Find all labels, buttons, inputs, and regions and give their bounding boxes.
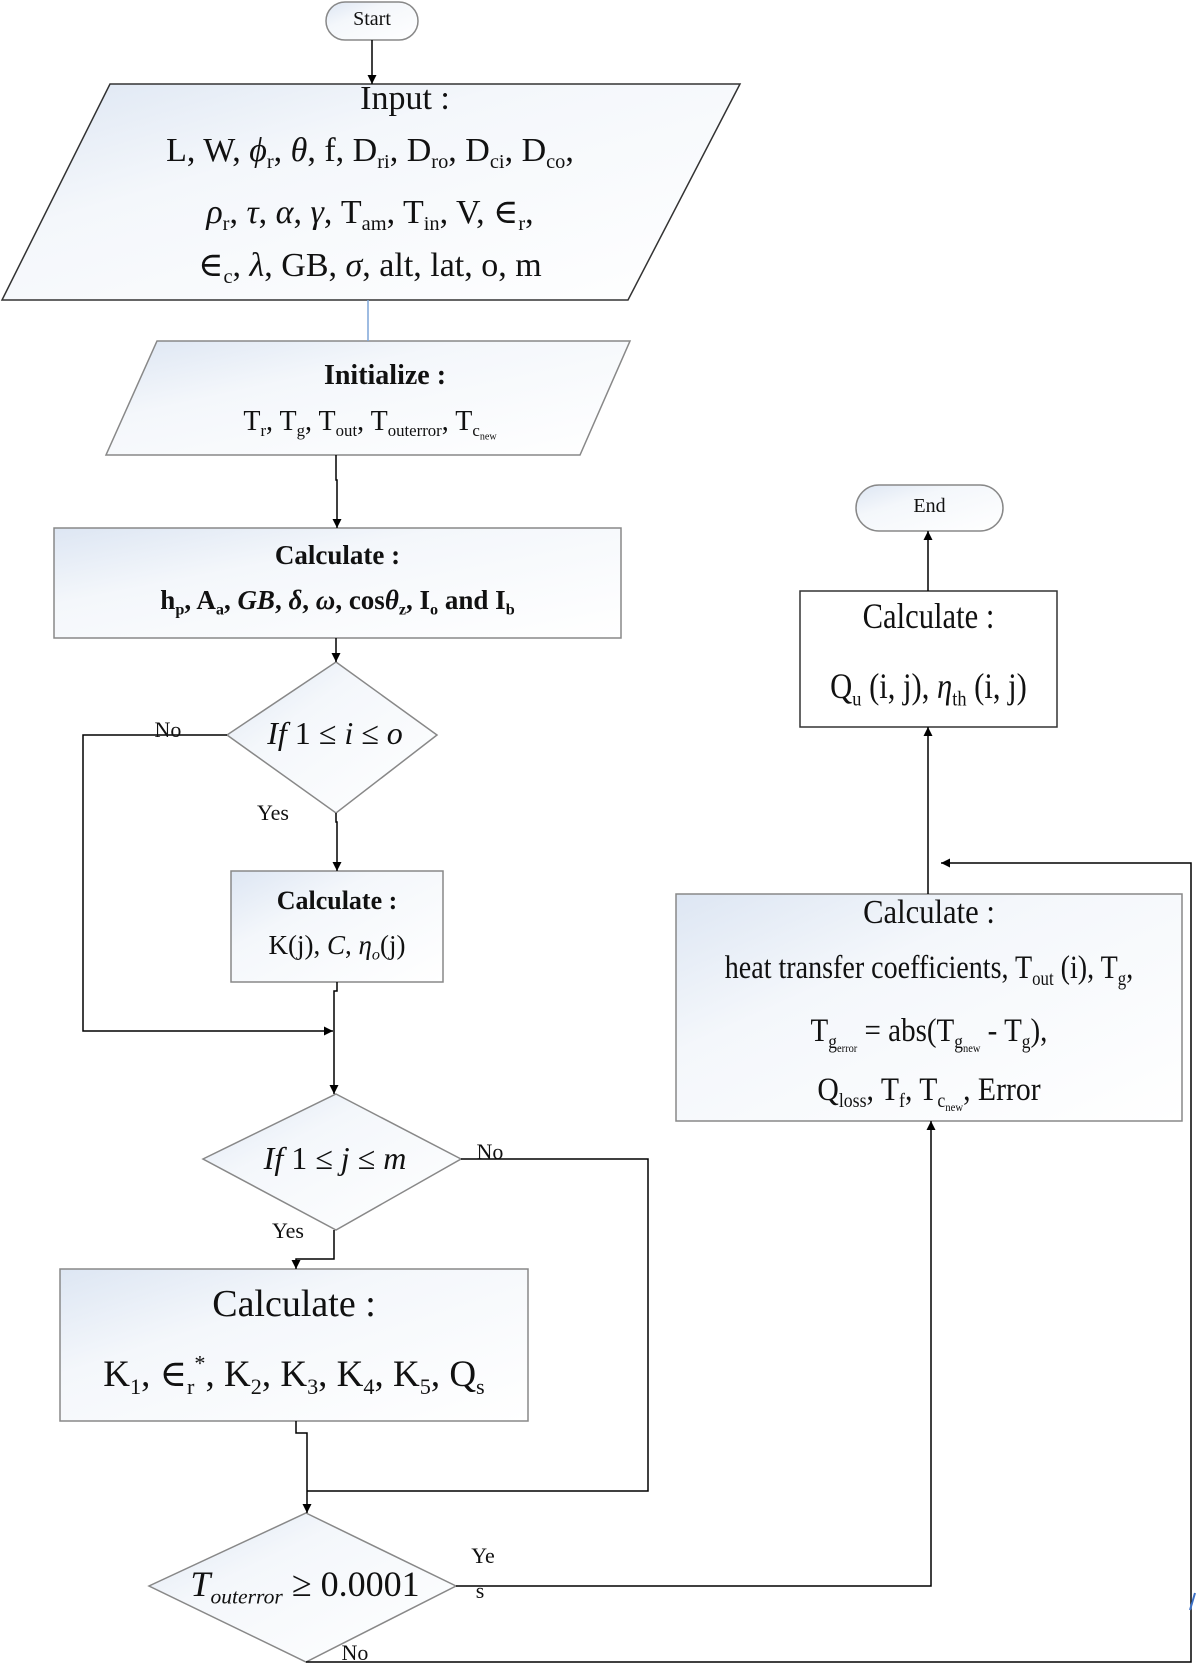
calc-k-vars: K(j), C, ηo(j): [268, 930, 406, 964]
calc-ks-vars: K1, ∈r*, K2, K3, K4, K5, Qs: [103, 1350, 485, 1399]
calc-output-vars: Qu (i, j), ηth (i, j): [830, 666, 1027, 711]
calculate-heat-box: [675, 893, 1183, 1122]
initialize-parallelogram: [104, 340, 632, 456]
decision-j-yes-label: Yes: [271, 1218, 304, 1243]
arrow-decision-j-yes: [291, 1230, 335, 1269]
calc-heat-row3: Qloss, Tf, Tcnew, Error: [817, 1072, 1041, 1115]
calc-k-title: Calculate :: [276, 886, 398, 915]
decision-i-no-label: No: [154, 717, 182, 742]
connector-decision-i-no: [82, 734, 333, 1036]
calculate-output-box: [799, 590, 1058, 728]
input-parallelogram: [0, 83, 742, 301]
calc-ks-title: Calculate :: [212, 1283, 376, 1325]
calc-heat-row1: heat transfer coefficients, Tout (i), Tg…: [724, 950, 1134, 990]
initialize-title: Initialize :: [323, 360, 447, 391]
decision-error-yes-label-part2: s: [475, 1578, 485, 1603]
arrow-ks-to-decision-error: [295, 1421, 312, 1513]
connector-decision-j-no: [307, 1158, 649, 1492]
input-row3: ∈c, λ, GB, σ, alt, lat, o, m: [198, 247, 542, 289]
decision-j-diamond: [201, 1093, 463, 1231]
decorative-blue-tick: [1189, 1592, 1196, 1611]
decision-i-condition: If 1 ≤ i ≤ o: [267, 715, 403, 751]
input-row2: ρr, τ, α, γ, Tam, Tin, V, ∈r,: [206, 194, 534, 236]
decision-error-yes-label-part1: Ye: [471, 1543, 495, 1568]
arrow-decision-i-yes: [332, 813, 342, 871]
calc-heat-row2: Tgerror = abs(Tgnew - Tg),: [810, 1013, 1048, 1056]
input-title: Input :: [360, 80, 450, 117]
decision-error-condition: Touterror ≥ 0.0001: [190, 1564, 420, 1609]
initialize-vars: Tr, Tg, Tout, Touterror, Tcnew: [243, 406, 497, 443]
decision-i-yes-label: Yes: [256, 800, 289, 825]
calc-general-vars: hp, Aa, GB, δ, ω, cosθz, Io and Ib: [160, 585, 515, 619]
input-row1: L, W, ϕr, θ, f, Dri, Dro, Dci, Dco,: [166, 132, 574, 174]
calc-output-title: Calculate :: [862, 596, 995, 636]
decision-j-condition: If 1 ≤ j ≤ m: [263, 1140, 407, 1176]
calc-general-title: Calculate :: [274, 540, 401, 570]
decision-j-no-label: No: [476, 1139, 504, 1164]
arrow-initialize-to-calculate: [332, 455, 342, 528]
start-label: Start: [353, 8, 391, 30]
end-label: End: [913, 495, 946, 517]
calculate-k-box: [230, 870, 444, 983]
calculate-general-box: [53, 527, 622, 639]
calculate-ks-box: [59, 1268, 529, 1422]
decision-error-no-label: No: [341, 1640, 369, 1665]
connector-decision-error-no: [306, 858, 1192, 1663]
calc-heat-title: Calculate :: [863, 894, 995, 931]
arrow-decision-error-yes: [456, 1121, 936, 1587]
arrow-k-to-decision-j: [329, 982, 339, 1094]
